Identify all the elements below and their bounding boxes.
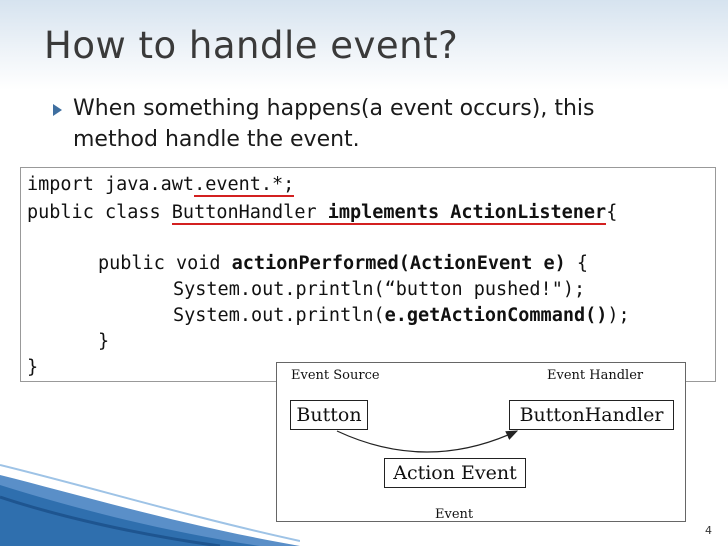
action-event-box: Action Event xyxy=(384,458,526,488)
event-diagram: Event Source Event Handler Button Button… xyxy=(276,362,686,522)
code-line-7: } xyxy=(27,357,39,378)
code-line-6: } xyxy=(98,331,110,352)
slide-title: How to handle event? xyxy=(44,24,459,67)
decorative-wave xyxy=(0,464,300,546)
code-line-4: System.out.println(“button pushed!"); xyxy=(173,279,586,300)
code-import: import java.awt xyxy=(27,174,195,195)
code-line-3: public void actionPerformed(ActionEvent … xyxy=(98,253,588,274)
code-get-action: e.getActionCommand() xyxy=(384,305,608,326)
code-close-call: ); xyxy=(607,305,630,326)
code-event-package: .event.*; xyxy=(194,174,295,197)
code-method-name: actionPerformed(ActionEvent e) xyxy=(231,253,566,274)
code-println: System.out.println( xyxy=(173,305,385,326)
code-class-name: ButtonHandler xyxy=(171,202,328,225)
button-handler-box: ButtonHandler xyxy=(509,400,674,430)
event-handler-label: Event Handler xyxy=(547,368,644,383)
code-class-decl: public class xyxy=(27,202,172,223)
code-block: import java.awt.event.*; public class Bu… xyxy=(20,167,716,382)
event-caption: Event xyxy=(435,507,474,522)
bullet-text: When something happens(a event occurs), … xyxy=(73,96,595,152)
event-flow-arrow xyxy=(336,430,519,453)
code-line-2: public class ButtonHandler implements Ac… xyxy=(27,202,618,225)
bullet-arrow-icon xyxy=(53,104,62,116)
code-method-brace: { xyxy=(565,253,589,274)
event-source-label: Event Source xyxy=(291,368,380,383)
button-box: Button xyxy=(290,400,368,430)
code-line-1: import java.awt.event.*; xyxy=(27,174,295,197)
page-number: 4 xyxy=(705,524,712,537)
code-line-5: System.out.println(e.getActionCommand())… xyxy=(173,305,630,326)
code-open-brace: { xyxy=(606,202,618,223)
title-banner xyxy=(0,0,728,90)
code-method-decl: public void xyxy=(98,253,232,274)
code-implements: implements ActionListener xyxy=(327,202,607,225)
